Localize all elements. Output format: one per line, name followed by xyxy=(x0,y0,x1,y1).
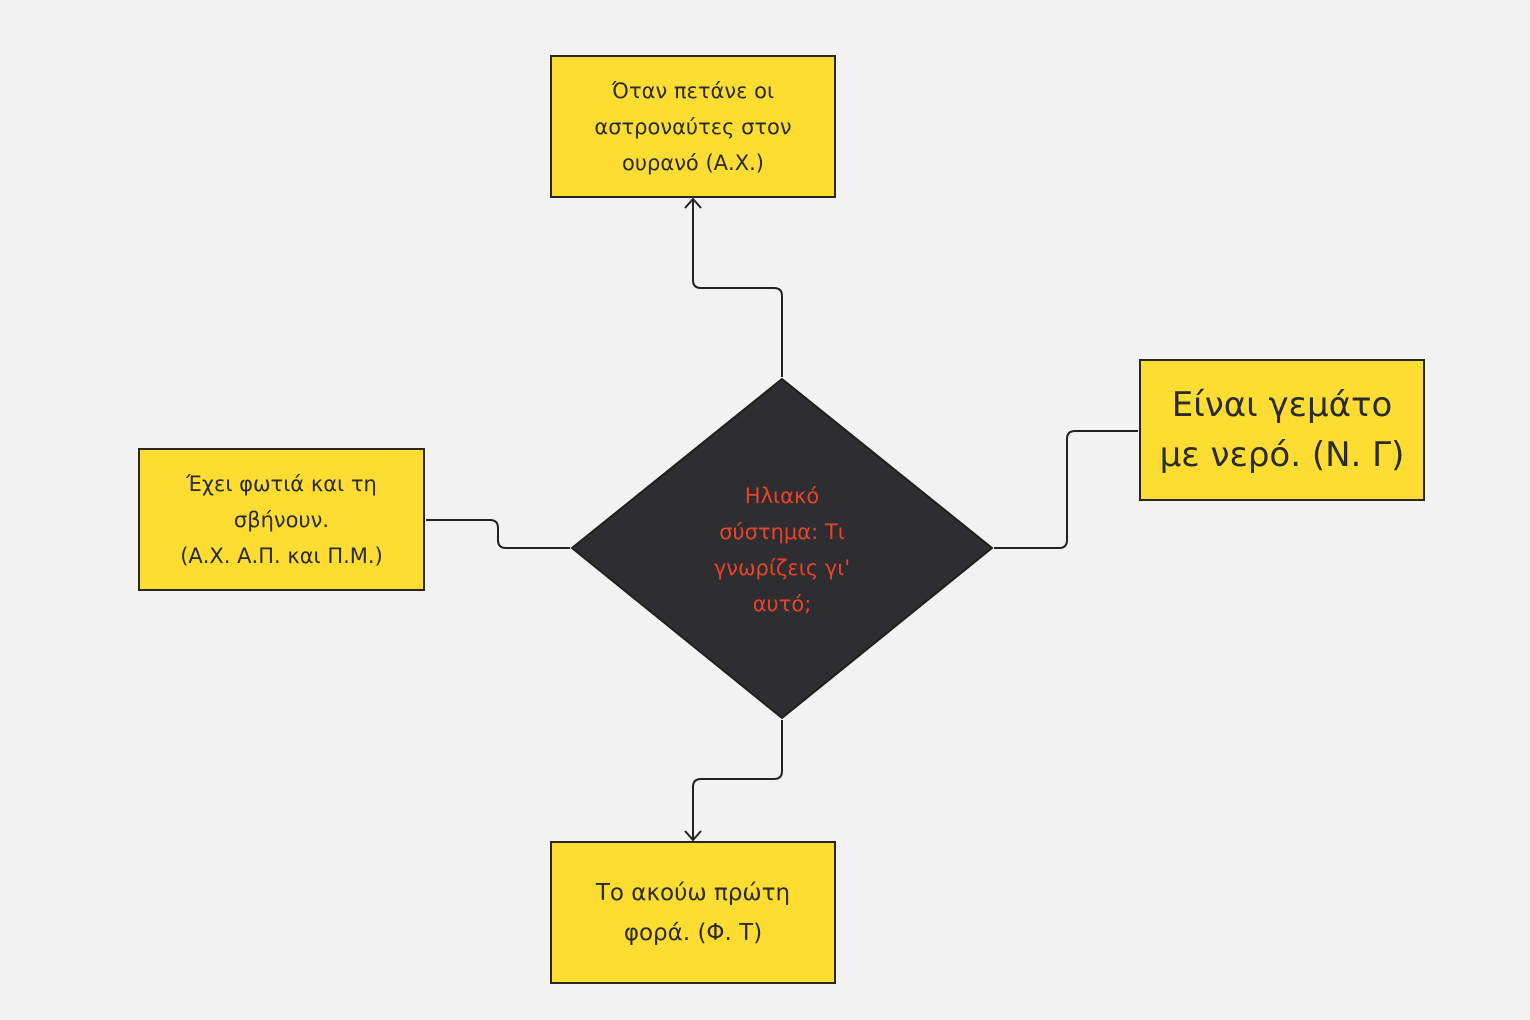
connector-bottom xyxy=(692,720,783,840)
node-right-text: Είναι γεμάτο με νερό. (Ν. Γ) xyxy=(1159,385,1405,475)
central-question: Ηλιακό σύστημα: Τι γνωρίζεις γι' αυτό; xyxy=(713,484,851,616)
node-bottom-text: Το ακούω πρώτη φορά. (Φ. Τ) xyxy=(595,879,791,946)
node-left[interactable]: Έχει φωτιά και τη σβήνουν. (Α.Χ. Α.Π. κα… xyxy=(138,448,425,591)
node-right[interactable]: Είναι γεμάτο με νερό. (Ν. Γ) xyxy=(1139,359,1425,501)
connector-left xyxy=(426,519,570,549)
node-bottom[interactable]: Το ακούω πρώτη φορά. (Φ. Τ) xyxy=(550,841,836,984)
arrowhead-down-icon xyxy=(684,830,702,842)
node-top[interactable]: Όταν πετάνε οι αστροναύτες στον ουρανό (… xyxy=(550,55,836,198)
node-top-text: Όταν πετάνε οι αστροναύτες στον ουρανό (… xyxy=(594,78,792,175)
decision-diamond[interactable] xyxy=(570,377,994,720)
node-left-text: Έχει φωτιά και τη σβήνουν. (Α.Χ. Α.Π. κα… xyxy=(180,471,383,568)
connector-right xyxy=(994,430,1138,549)
arrowhead-up-icon xyxy=(684,197,702,209)
connector-top xyxy=(692,199,783,377)
